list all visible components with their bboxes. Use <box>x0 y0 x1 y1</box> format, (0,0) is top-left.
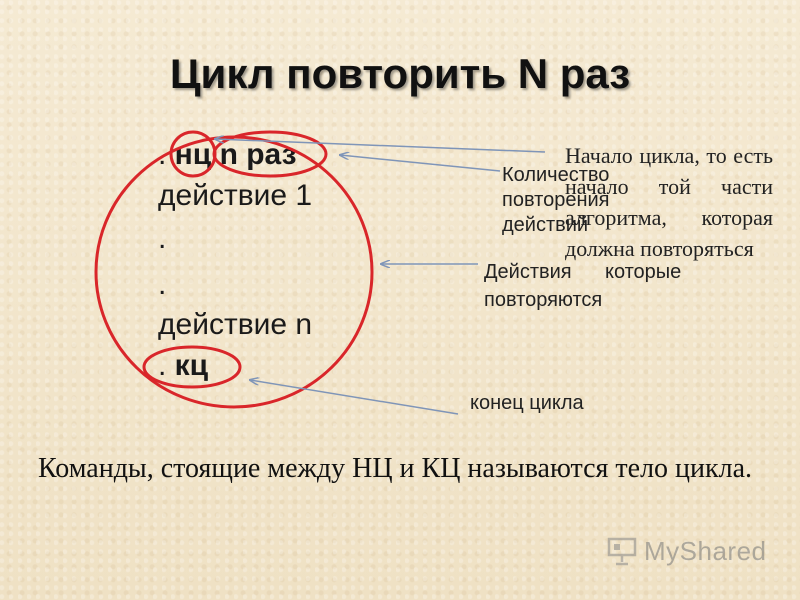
logo-text: MyShared <box>644 535 767 566</box>
footer-text: Команды, стоящие между НЦ и КЦ называютс… <box>38 453 753 484</box>
code-line-prefix: . <box>158 349 175 382</box>
ellipse-loop-body <box>94 135 374 409</box>
arrow-to-loop-end <box>250 380 459 415</box>
arrow-to-repeat-count <box>340 155 501 172</box>
loop-end-keyword: кц <box>174 349 209 382</box>
annotation-loop-start: Начало цикла, то есть начало той части а… <box>565 143 773 261</box>
code-line-action-n: действие n <box>158 308 313 341</box>
slide-title: Цикл повторить N раз <box>169 50 631 97</box>
code-line-dot-1: . <box>158 222 167 255</box>
projector-screen-icon <box>607 537 637 566</box>
myshared-logo: MyShared <box>606 533 767 569</box>
annotation-repeated-actions: Действия которые повторяются <box>484 261 682 311</box>
ellipse-n-times <box>212 130 328 178</box>
annotation-repeat-count: Количество повторения действий <box>502 164 610 236</box>
code-line-dot-2: . <box>158 268 167 301</box>
arrow-to-loop-start <box>215 139 546 153</box>
code-line-loop-end: . кц <box>158 349 208 383</box>
annotation-loop-end: конец цикла <box>470 392 584 414</box>
ellipse-kc-keyword <box>142 345 242 389</box>
code-line-action-1: действие 1 <box>158 179 313 212</box>
code-line-prefix: . <box>158 138 175 171</box>
